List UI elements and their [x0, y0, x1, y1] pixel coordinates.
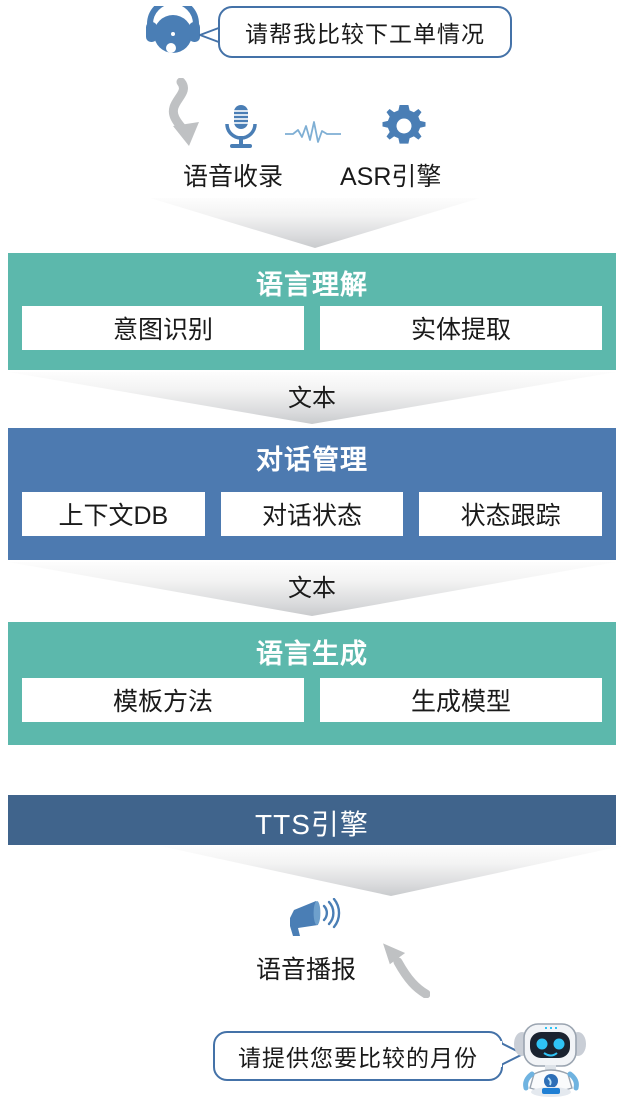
module-title: TTS引擎	[255, 809, 369, 840]
cell-template-method[interactable]: 模板方法	[22, 678, 304, 722]
cell-intent-recognition[interactable]: 意图识别	[22, 306, 304, 350]
curved-arrow-up-left-icon	[383, 943, 430, 998]
connector-dm-to-nlg: 文本	[8, 562, 616, 616]
module-language-generation: 语言生成 模板方法 生成模型	[8, 622, 616, 745]
waveform-icon	[285, 121, 341, 143]
module-dialog-management: 对话管理 上下文DB 对话状态 状态跟踪	[8, 428, 616, 560]
module-tts-engine: TTS引擎	[8, 795, 616, 845]
module-title: 语言生成	[256, 639, 368, 669]
connector-tts-to-output	[160, 846, 622, 896]
bot-speech-bubble: 请提供您要比较的月份	[213, 1031, 503, 1081]
input-label-asr-engine: ASR引擎	[340, 163, 442, 191]
cell-entity-extraction[interactable]: 实体提取	[320, 306, 602, 350]
user-message-text: 请帮我比较下工单情况	[245, 21, 485, 47]
cell-generative-model[interactable]: 生成模型	[320, 678, 602, 722]
input-label-voice-capture: 语音收录	[183, 163, 284, 191]
gear-icon	[382, 105, 426, 144]
user-speech-bubble: 请帮我比较下工单情况	[218, 6, 512, 58]
module-title: 语言理解	[256, 270, 368, 300]
chevron-down-icon	[150, 198, 480, 248]
module-cells: 模板方法 生成模型	[22, 678, 602, 722]
curved-arrow-down-icon	[168, 78, 199, 146]
module-cells: 意图识别 实体提取	[22, 306, 602, 350]
output-label-voice-broadcast: 语音播报	[256, 956, 357, 984]
chevron-down-icon	[160, 846, 622, 896]
cell-state-tracking[interactable]: 状态跟踪	[419, 492, 603, 536]
cell-dialog-state[interactable]: 对话状态	[220, 492, 404, 536]
microphone-icon	[225, 105, 257, 148]
module-cells: 上下文DB 对话状态 状态跟踪	[22, 492, 603, 536]
connector-label-text: 文本	[288, 385, 336, 412]
robot-assistant-icon	[514, 1023, 586, 1097]
connector-label-text: 文本	[288, 575, 336, 602]
module-title: 对话管理	[256, 445, 368, 475]
connector-nlu-to-dm: 文本	[8, 372, 616, 424]
cell-context-db[interactable]: 上下文DB	[22, 492, 205, 536]
megaphone-speaker-icon	[290, 898, 341, 936]
module-language-understanding: 语言理解 意图识别 实体提取	[8, 253, 616, 370]
headset-operator-icon	[146, 6, 200, 53]
bot-message-text: 请提供您要比较的月份	[238, 1045, 478, 1071]
connector-input-to-nlu	[150, 198, 480, 248]
